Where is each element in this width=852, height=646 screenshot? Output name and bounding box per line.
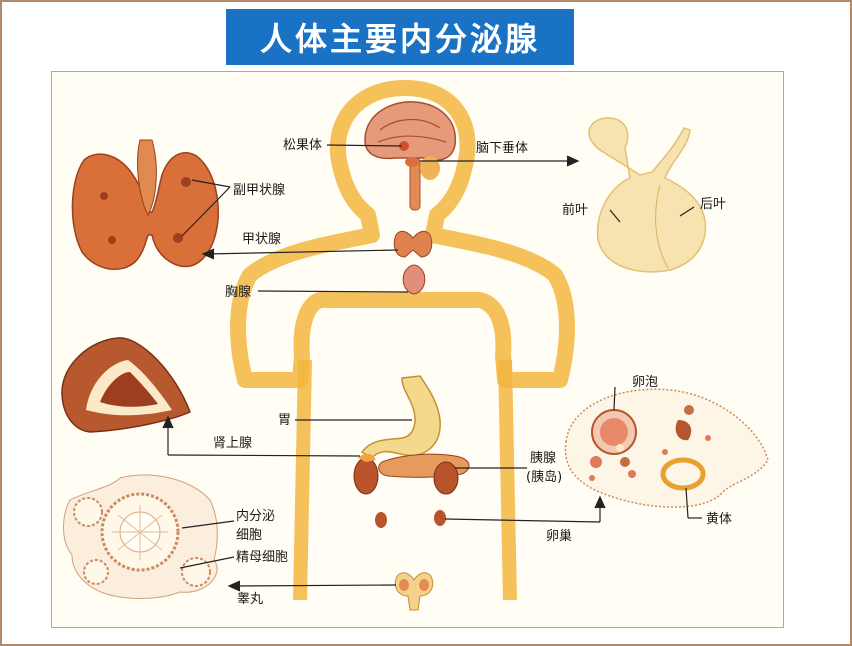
ovaries [375,510,446,528]
label-posterior-lobe: 后叶 [700,197,726,212]
ovary-enlarged [564,388,769,508]
label-pituitary: 脑下垂体 [476,141,528,156]
label-pineal: 松果体 [283,138,322,153]
thymus-small [402,264,426,295]
thyroid-small [393,230,433,258]
brain [364,101,456,211]
label-spermatogonia: 精母细胞 [236,550,288,565]
label-ovary: 卵巢 [546,529,572,544]
label-endocrine-cells-line2: 细胞 [236,528,262,543]
thyroid-enlarged [71,139,219,270]
label-adrenal: 肾上腺 [213,436,252,451]
label-pancreas-islet: (胰岛) [526,469,562,485]
testis [394,572,434,611]
kidneys [353,453,459,495]
testis-cross-section [63,474,218,599]
label-anterior-lobe: 前叶 [562,202,588,218]
human-body-outline [230,80,575,601]
stomach [360,375,441,459]
labels: 松果体 脑下垂体 前叶 后叶 副甲状腺 甲状腺 胸腺 胃 肾上腺 胰腺 (胰岛)… [213,138,732,607]
slide-title: 人体主要内分泌腺 [226,9,574,65]
label-thyroid: 甲状腺 [242,232,281,247]
label-parathyroid: 副甲状腺 [233,183,285,198]
pointer-lines [162,144,702,592]
adrenal-enlarged [61,337,191,433]
label-corpus-luteum: 黄体 [706,512,732,527]
label-endocrine-cells-line1: 内分泌 [236,508,275,524]
label-stomach: 胃 [278,413,291,428]
label-testis: 睾丸 [237,591,263,607]
pituitary-enlarged [588,117,707,273]
label-pancreas: 胰腺 [530,451,556,466]
label-thymus: 胸腺 [225,285,251,300]
label-follicle: 卵泡 [632,375,658,390]
